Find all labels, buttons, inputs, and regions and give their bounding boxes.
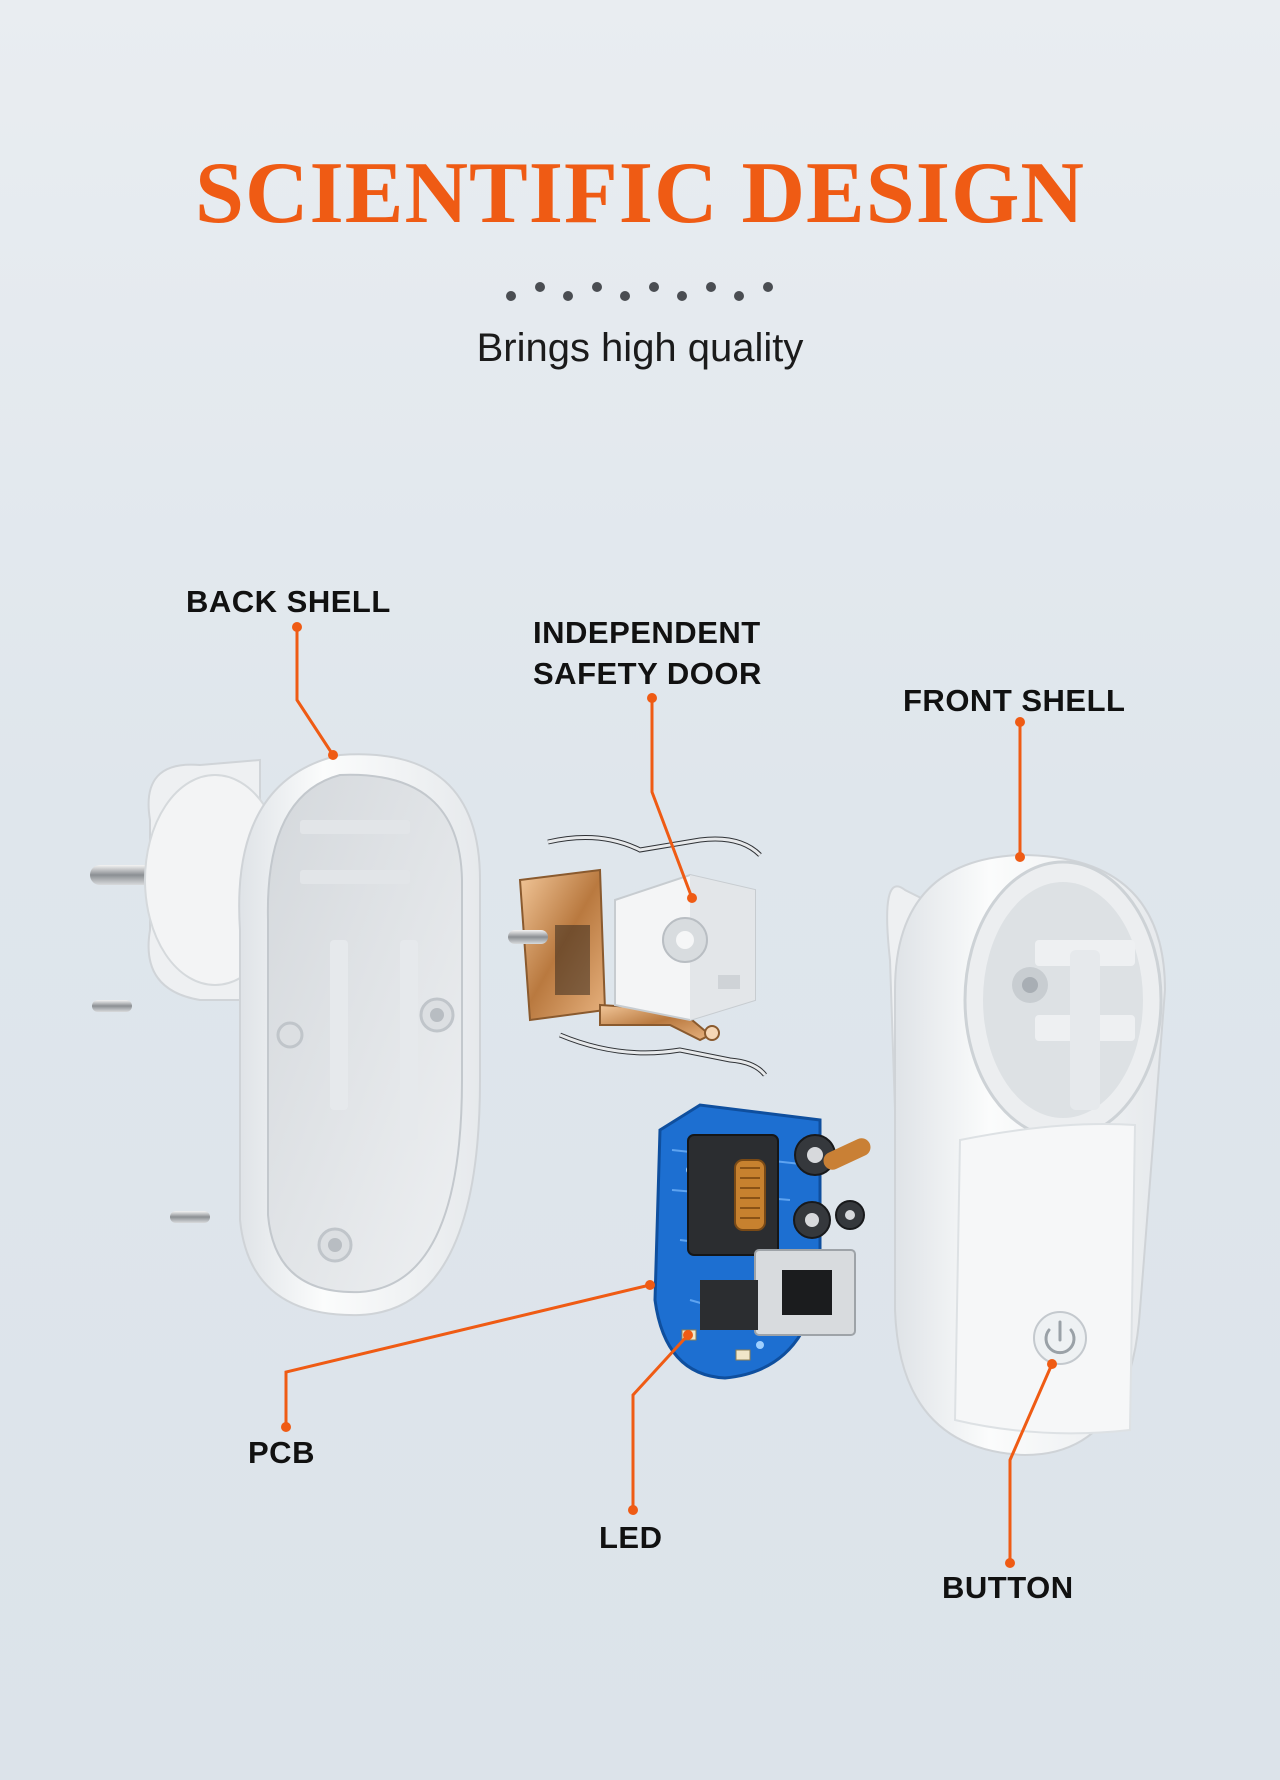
label-led: LED (599, 1520, 663, 1555)
screw (170, 1211, 210, 1223)
pcb-part (653, 1103, 871, 1380)
safety-door-part (508, 835, 767, 1077)
screw (92, 1000, 132, 1012)
callout-lines (284, 627, 1054, 1563)
label-front-shell: FRONT SHELL (903, 683, 1126, 718)
front-shell-part (886, 853, 1167, 1457)
callout-dots (281, 622, 1057, 1568)
label-button: BUTTON (942, 1570, 1074, 1605)
power-icon (1033, 1311, 1087, 1365)
page-title: SCIENTIFIC DESIGN (195, 145, 1085, 242)
label-back-shell: BACK SHELL (186, 584, 391, 619)
page-subtitle: Brings high quality (476, 326, 804, 370)
label-safety-door-line2: SAFETY DOOR (533, 656, 762, 691)
label-pcb: PCB (248, 1435, 315, 1470)
label-safety-door-line1: INDEPENDENT (533, 615, 761, 650)
back-shell-part (90, 753, 481, 1317)
